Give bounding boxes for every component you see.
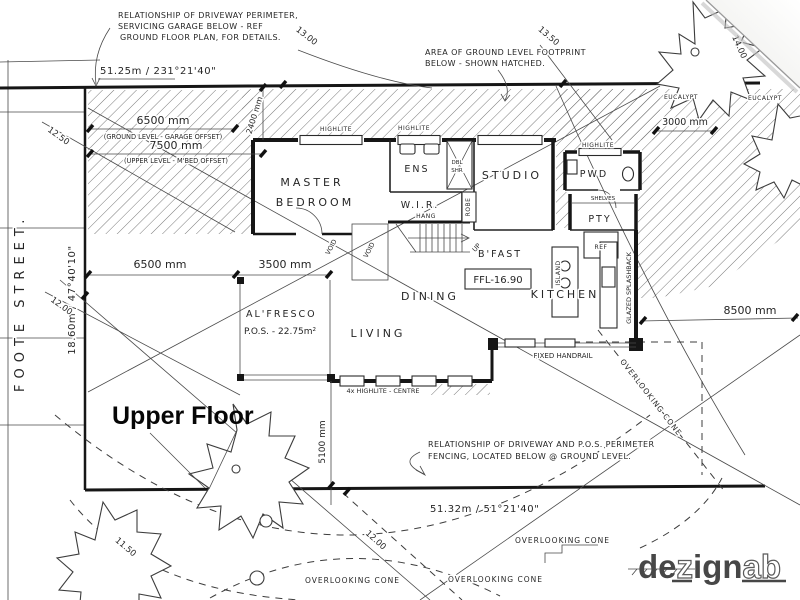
boundary-left-bearing: 18.60m / 47°40'10" xyxy=(67,245,78,354)
driveway-note-line1: RELATIONSHIP OF DRIVEWAY PERIMETER, xyxy=(118,11,298,20)
windows xyxy=(299,134,622,387)
street-name: FOOTE STREET. xyxy=(13,214,28,392)
room-wir: W.I.R. xyxy=(401,200,439,211)
contour-12-00-bottom: 12.00 xyxy=(363,529,388,553)
ffl-value: FFL-16.90 xyxy=(473,275,522,286)
logo-part-z: z xyxy=(677,548,694,585)
overlooking-cone-label-2: OVERLOOKING CONE xyxy=(305,576,400,585)
splashback-label: GLAZED SPLASHBACK xyxy=(625,251,633,323)
room-ens: ENS xyxy=(404,164,429,175)
highlite-centre-label: 4x HIGHLITE - CENTRE xyxy=(347,387,420,395)
logo-part-ign: ign xyxy=(693,548,742,585)
fencing-note-line1: RELATIONSHIP OF DRIVEWAY AND P.O.S. PERI… xyxy=(428,440,655,449)
highlite-label-1: HIGHLITE xyxy=(320,126,352,133)
contour-12-50: 12.50 xyxy=(45,125,71,147)
logo-part-ab: ab xyxy=(743,548,782,585)
ground-floor-footprint-hatch xyxy=(88,89,800,395)
fixed-handrail-label: FIXED HANDRAIL xyxy=(534,352,593,360)
svg-text:dezignab: dezignab xyxy=(638,548,781,585)
boundary-bottom-bearing: 51.32m / 51°21'40" xyxy=(430,504,539,515)
page-curl xyxy=(700,0,800,94)
dim-8500: 8500 mm xyxy=(724,304,777,317)
overlooking-cone-label-1: OVERLOOKING CONE xyxy=(515,536,610,545)
room-master-line2: BEDROOM xyxy=(276,196,354,209)
sight-and-contour-lines xyxy=(41,27,800,600)
ref-label: REF xyxy=(595,244,608,251)
overlooking-cone-label-3: OVERLOOKING CONE xyxy=(448,575,543,584)
driveway-note-line2: SERVICING GARAGE BELOW - REF xyxy=(118,22,263,31)
dezignab-logo: dezignab xyxy=(638,547,786,586)
dim-6500-mid: 6500 mm xyxy=(134,258,187,271)
highlite-label-3: HIGHLITE xyxy=(582,142,614,149)
floor-title: Upper Floor xyxy=(112,402,254,430)
room-studio: STUDIO xyxy=(482,169,542,182)
shelves-label: SHELVES xyxy=(591,196,616,202)
room-kitchen: KITCHEN xyxy=(531,288,600,301)
island-label: ISLAND xyxy=(555,260,562,285)
robe-label: ROBE xyxy=(465,198,472,217)
contour-13-50: 13.50 xyxy=(536,25,561,48)
tree-bottom-left-lower xyxy=(55,500,173,600)
contour-13-00: 13.00 xyxy=(294,25,319,48)
leader-arrows xyxy=(91,27,695,576)
hang-label: HANG xyxy=(416,213,436,220)
eucalypt-trees xyxy=(55,0,800,600)
dim-7500: 7500 mm xyxy=(150,139,203,152)
dim-6500-garage-sub: (GROUND LEVEL - GARAGE OFFSET) xyxy=(104,133,222,141)
room-dining: DINING xyxy=(401,290,459,303)
ffl-box xyxy=(464,268,532,290)
dim-7500-sub: (UPPER LEVEL - M'BED OFFSET) xyxy=(124,157,228,165)
dimension-lines xyxy=(80,78,800,505)
dim-3000: 3000 mm xyxy=(662,117,708,128)
dim-3500: 3500 mm xyxy=(259,258,312,271)
room-living: LIVING xyxy=(351,327,406,340)
labels: RELATIONSHIP OF DRIVEWAY PERIMETER, SERV… xyxy=(12,10,783,587)
logo-part-de: de xyxy=(638,548,677,585)
driveway-note-line3: GROUND FLOOR PLAN, FOR DETAILS. xyxy=(120,33,281,42)
tree-right-edge xyxy=(742,102,800,200)
eucalypt-label-2: EUCALYPT xyxy=(748,95,782,102)
room-pwd: PWD xyxy=(580,169,608,180)
tree-bottom-left-large xyxy=(187,403,311,540)
dbl-shr-line2: SHR xyxy=(451,168,463,174)
fencing-note-line2: FENCING, LOCATED BELOW @ GROUND LEVEL. xyxy=(428,452,631,461)
alfresco-pos-area: P.O.S. - 22.75m² xyxy=(244,327,317,337)
highlite-label-2: HIGHLITE xyxy=(398,125,430,132)
stairs xyxy=(395,223,470,253)
boundary-top-bearing: 51.25m / 231°21'40" xyxy=(100,66,216,77)
dim-5100: 5100 mm xyxy=(318,420,328,463)
overlooking-cone-label-4: OVERLOOKING CONE xyxy=(618,357,684,437)
room-pty: PTY xyxy=(588,214,611,225)
survey-ticks xyxy=(80,78,800,497)
void-label-2: VOID xyxy=(362,241,377,259)
dim-6500-garage: 6500 mm xyxy=(137,114,190,127)
fixtures xyxy=(395,140,635,329)
room-alfresco: AL'FRESCO xyxy=(246,309,317,320)
footprint-note-line1: AREA OF GROUND LEVEL FOOTPRINT xyxy=(425,48,586,57)
footprint-note-line2: BELOW - SHOWN HATCHED. xyxy=(425,59,545,68)
street-and-boundary-lines xyxy=(0,59,766,600)
dbl-shr-line1: DBL xyxy=(451,160,463,166)
room-bfast: B'FAST xyxy=(478,249,522,260)
room-master-line1: MASTER xyxy=(280,176,343,189)
eucalypt-label-1: EUCALYPT xyxy=(664,94,698,101)
